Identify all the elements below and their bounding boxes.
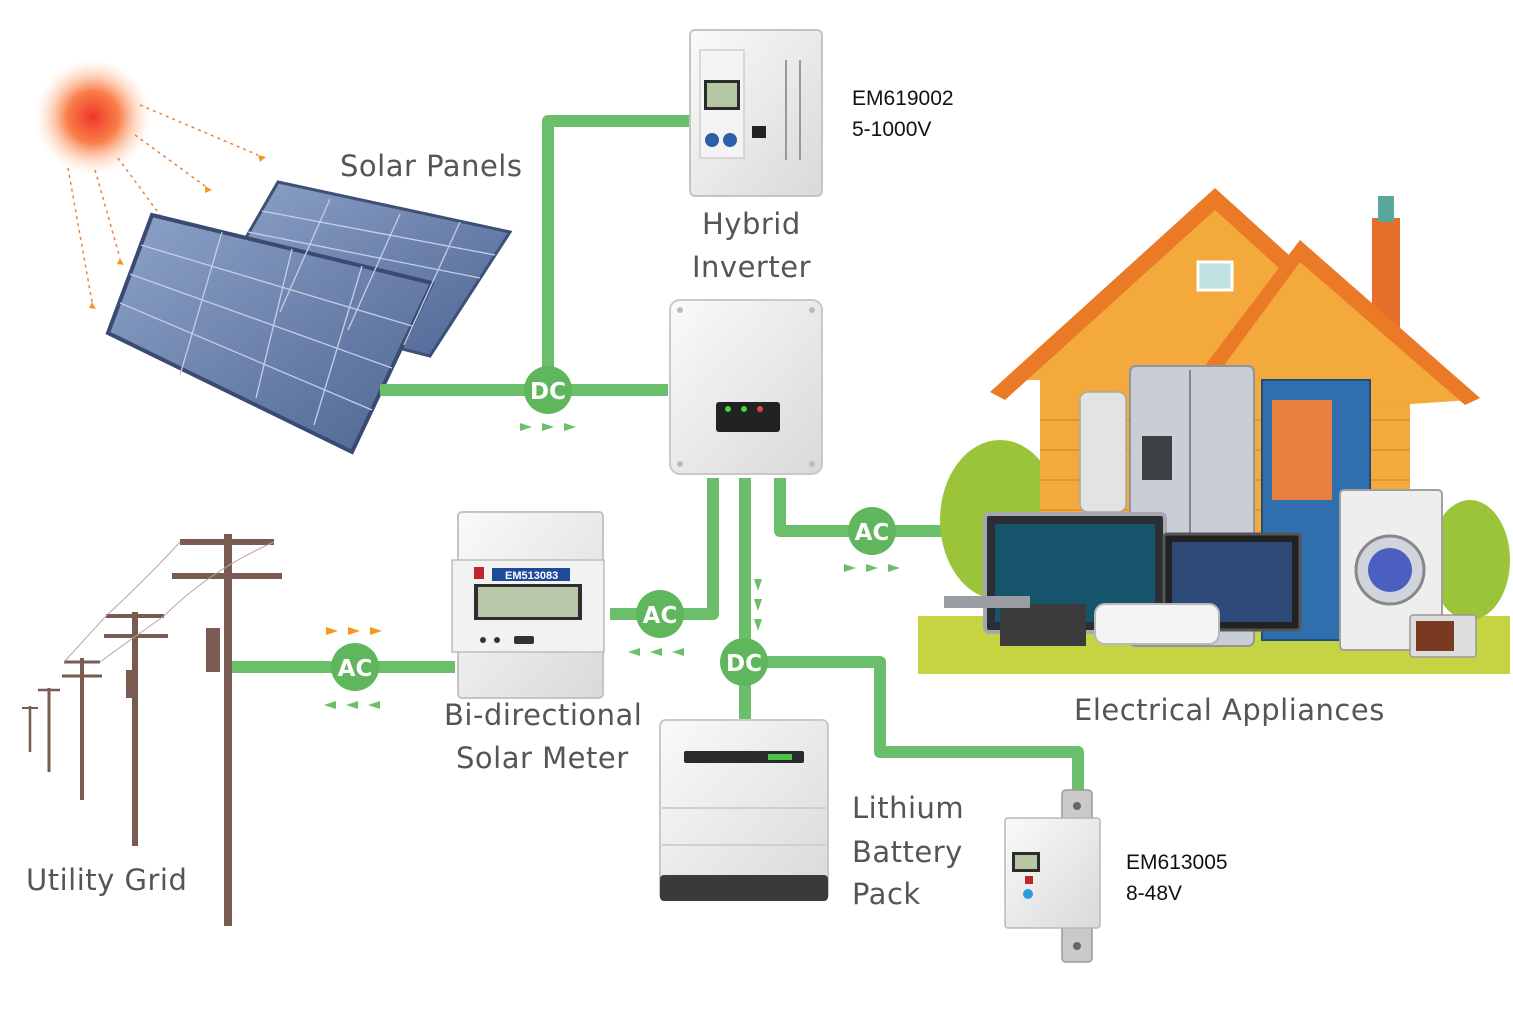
ac-node-meter: AC [636,590,684,638]
top-meter-model: EM619002 [852,87,954,110]
meter-label-line1: Bi-directional [444,698,642,732]
svg-text:AC: AC [643,603,678,629]
svg-text:AC: AC [855,520,890,546]
hybrid-label-line2: Inverter [692,250,811,284]
bottom-meter-range: 8-48V [1126,882,1182,905]
solar-panels-label: Solar Panels [340,149,522,183]
utility-grid-label: Utility Grid [26,863,187,897]
dc-node-solar: DC [524,366,572,414]
battery-label-line3: Pack [852,877,921,911]
power-pole-icon [22,534,282,926]
solar-panel-icon [105,180,513,455]
meter-label-line2: Solar Meter [456,741,629,775]
svg-text:DC: DC [726,651,762,677]
arrows-solar-to-inverter [324,423,900,709]
bidirectional-model: EM513083 [505,570,558,582]
battery-label-line2: Battery [852,835,963,869]
sun-icon [35,59,266,309]
energy-meter-icon [1004,789,1101,963]
svg-text:DC: DC [530,379,566,405]
ac-node-grid: AC [331,643,379,691]
bottom-meter-model: EM613005 [1126,851,1228,874]
svg-text:AC: AC [338,656,373,682]
hybrid-label-line1: Hybrid [702,207,801,241]
inverter-icon [669,299,823,475]
energy-meter-icon [689,29,823,197]
ac-node-house: AC [848,507,896,555]
arrows-grid-export [326,627,382,635]
appliances-label: Electrical Appliances [1074,693,1385,727]
battery-label-line1: Lithium [852,791,964,825]
top-meter-range: 5-1000V [852,118,931,141]
flow-arrows [324,423,900,709]
house-icon [918,188,1510,674]
dc-node-battery: DC [720,638,768,686]
battery-icon [659,719,829,901]
energy-meter-icon: EM513083 [451,511,605,699]
